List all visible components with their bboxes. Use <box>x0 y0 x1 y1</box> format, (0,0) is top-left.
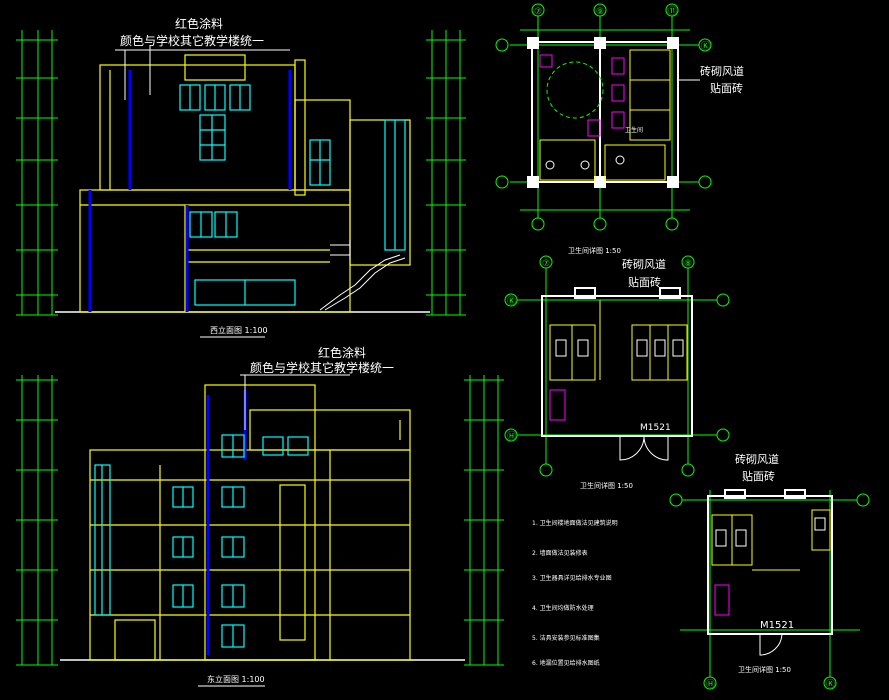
partitions <box>711 509 831 571</box>
fixtures <box>549 339 684 421</box>
windows <box>94 434 309 648</box>
fixture-bowls <box>545 155 625 170</box>
fixtures <box>539 54 625 137</box>
fixtures <box>714 517 826 616</box>
note-line: 3. 卫生器具详见给排水专业图 <box>532 574 612 582</box>
elevation-title: 东立面图 1:100 <box>207 674 265 684</box>
plan-title-bottom: 卫生间详图 1:50 <box>580 481 633 490</box>
note-line: 6. 地漏位置见给排水图纸 <box>532 659 600 667</box>
ventilation-note: 砖砌风道 <box>735 452 779 466</box>
exterior-stair <box>319 240 406 311</box>
axis-label-row: Ⓚ <box>701 41 710 52</box>
tile-note: 贴面砖 <box>742 469 775 483</box>
leader-lines <box>115 45 290 100</box>
toilet-plan-2: 卫生间详图 1:50 ⑦ ⑧ Ⓚ Ⓗ <box>504 246 730 490</box>
axis-label-left: ⑦ <box>542 259 550 269</box>
right-dimension-chain <box>426 30 466 316</box>
toilet-plan-3: Ⓗ Ⓚ 砖砌风道 贴面砖 M1521 卫生间详图 1:50 <box>669 452 870 690</box>
ventilation-note: 砖砌风道 <box>622 257 666 271</box>
windows <box>179 84 406 306</box>
axis-label-bottom: Ⓗ <box>507 431 516 442</box>
elevation-note-color: 红色涂料 <box>175 16 223 31</box>
elevation-note-color: 红色涂料 <box>318 345 366 360</box>
building-outline <box>89 384 411 661</box>
axis-label-right: ⑧ <box>684 259 692 269</box>
walls <box>541 287 693 437</box>
plan-title-top: 卫生间详图 1:50 <box>568 246 621 255</box>
left-dimension-chain <box>16 30 58 316</box>
axis-bubbles <box>504 255 730 477</box>
tile-note: 贴面砖 <box>710 81 743 95</box>
axis-label-top: Ⓚ <box>507 296 516 307</box>
door-label: M1521 <box>760 620 794 631</box>
door-swing <box>619 435 669 461</box>
blue-accents <box>88 70 292 312</box>
toilet-plan-1: ⑦ ⑨ ⑪ Ⓚ <box>495 3 744 231</box>
partitions <box>539 49 671 181</box>
tile-note: 贴面砖 <box>628 275 661 289</box>
door-swing <box>759 633 783 656</box>
partitions <box>549 300 688 381</box>
axis-label-left: Ⓗ <box>706 679 715 690</box>
room-label: 卫生间 <box>625 126 643 134</box>
axis-label-left: ⑦ <box>534 7 542 17</box>
ventilation-note: 砖砌风道 <box>700 64 744 78</box>
note-line: 4. 卫生间均做防水处理 <box>532 604 594 612</box>
right-dimension-chain <box>464 375 504 666</box>
walls <box>527 37 679 188</box>
west-elevation: 红色涂料 颜色与学校其它教学楼统一 西立面图 1:100 <box>16 16 466 338</box>
leader-lines <box>240 374 350 430</box>
axis-grid <box>515 262 720 470</box>
note-line: 5. 洁具安装参见标准图集 <box>532 634 600 642</box>
axis-label-right: Ⓚ <box>826 679 835 690</box>
axis-label-mid: ⑨ <box>596 7 604 17</box>
elevation-title: 西立面图 1:100 <box>210 325 268 335</box>
walls <box>707 489 833 635</box>
elevation-note-match: 颜色与学校其它教学楼统一 <box>250 360 394 375</box>
note-line: 1. 卫生间楼地面做法见建筑说明 <box>532 519 618 527</box>
note-line: 2. 墙面做法见装修表 <box>532 549 588 557</box>
axis-bubbles <box>669 493 870 690</box>
door-label: M1521 <box>640 423 671 433</box>
elevation-note-match: 颜色与学校其它教学楼统一 <box>120 33 264 48</box>
left-dimension-chain <box>16 375 58 666</box>
axis-label-right: ⑪ <box>668 6 677 17</box>
east-elevation: 红色涂料 颜色与学校其它教学楼统一 东立面图 1:100 <box>16 345 504 687</box>
general-notes: 1. 卫生间楼地面做法见建筑说明 2. 墙面做法见装修表 3. 卫生器具详见给排… <box>532 519 618 667</box>
turning-circle <box>546 61 604 119</box>
plan-title: 卫生间详图 1:50 <box>738 665 791 674</box>
axis-bubbles <box>495 3 712 231</box>
